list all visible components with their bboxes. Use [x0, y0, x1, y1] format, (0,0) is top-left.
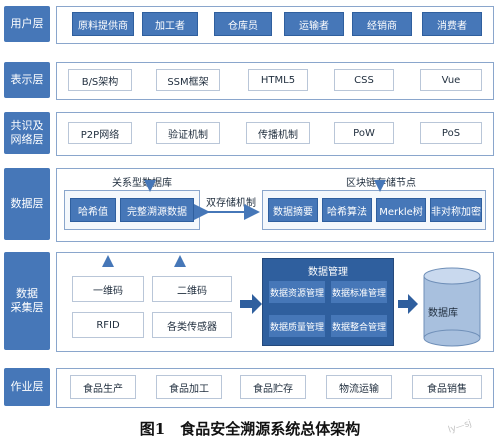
- operation-item-storage: 食品贮存: [240, 375, 306, 399]
- block-node-label: 区块链存储节点: [346, 178, 416, 189]
- user-item-processor: 加工者: [142, 12, 198, 36]
- consensus-layer-label: 共识及 网络层: [4, 112, 50, 154]
- user-item-distributor: 经销商: [352, 12, 412, 36]
- display-item-bs-architecture: B/S架构: [68, 69, 132, 91]
- source-rfid: RFID: [72, 312, 144, 338]
- consensus-item-pow: PoW: [334, 122, 394, 144]
- figure-caption: 图1 食品安全溯源系统总体架构: [139, 420, 361, 438]
- collection-layer-label: 数据 采集层: [4, 252, 50, 350]
- display-layer-label: 表示层: [4, 62, 50, 98]
- display-item-vue: Vue: [420, 69, 482, 91]
- user-item-raw-material-supplier: 原料提供商: [72, 12, 134, 36]
- user-item-warehouse-keeper: 仓库员: [214, 12, 272, 36]
- consensus-item-p2p-network: P2P网络: [68, 122, 132, 144]
- display-item-html5: HTML5: [248, 69, 308, 91]
- operation-item-sales: 食品销售: [412, 375, 482, 399]
- database-label: 数据库: [428, 308, 458, 319]
- block-item-merkle-tree: Merkle树: [376, 198, 426, 222]
- block-item-data-digest: 数据摘要: [268, 198, 318, 222]
- relational-db-label: 关系型数据库: [112, 178, 172, 189]
- block-item-hash-algorithm: 哈希算法: [322, 198, 372, 222]
- mgmt-item-integration: 数据整合管理: [330, 314, 388, 338]
- mgmt-item-quality: 数据质量管理: [268, 314, 326, 338]
- consensus-item-propagation: 传播机制: [246, 122, 310, 144]
- user-layer-label: 用户层: [4, 6, 50, 42]
- operation-item-logistics: 物流运输: [326, 375, 392, 399]
- data-layer-label: 数据层: [4, 168, 50, 240]
- data-management-title: 数据管理: [308, 267, 348, 278]
- mgmt-item-standard: 数据标准管理: [330, 280, 388, 304]
- operation-item-production: 食品生产: [70, 375, 136, 399]
- source-sensors: 各类传感器: [152, 312, 232, 338]
- dual-storage-label: 双存储机制: [206, 198, 256, 209]
- relational-item-full-trace-data: 完整溯源数据: [120, 198, 194, 222]
- user-item-consumer: 消费者: [422, 12, 482, 36]
- source-barcode-1d: 一维码: [72, 276, 144, 302]
- relational-item-hash: 哈希值: [70, 198, 116, 222]
- operation-layer-label: 作业层: [4, 368, 50, 406]
- display-item-css: CSS: [334, 69, 394, 91]
- consensus-item-pos: PoS: [420, 122, 482, 144]
- block-item-asymmetric-encryption: 非对称加密: [430, 198, 482, 222]
- source-qrcode-2d: 二维码: [152, 276, 232, 302]
- user-item-transporter: 运输者: [284, 12, 344, 36]
- consensus-item-validation: 验证机制: [156, 122, 220, 144]
- operation-item-processing: 食品加工: [156, 375, 222, 399]
- mgmt-item-resource: 数据资源管理: [268, 280, 326, 304]
- display-item-ssm-framework: SSM框架: [156, 69, 220, 91]
